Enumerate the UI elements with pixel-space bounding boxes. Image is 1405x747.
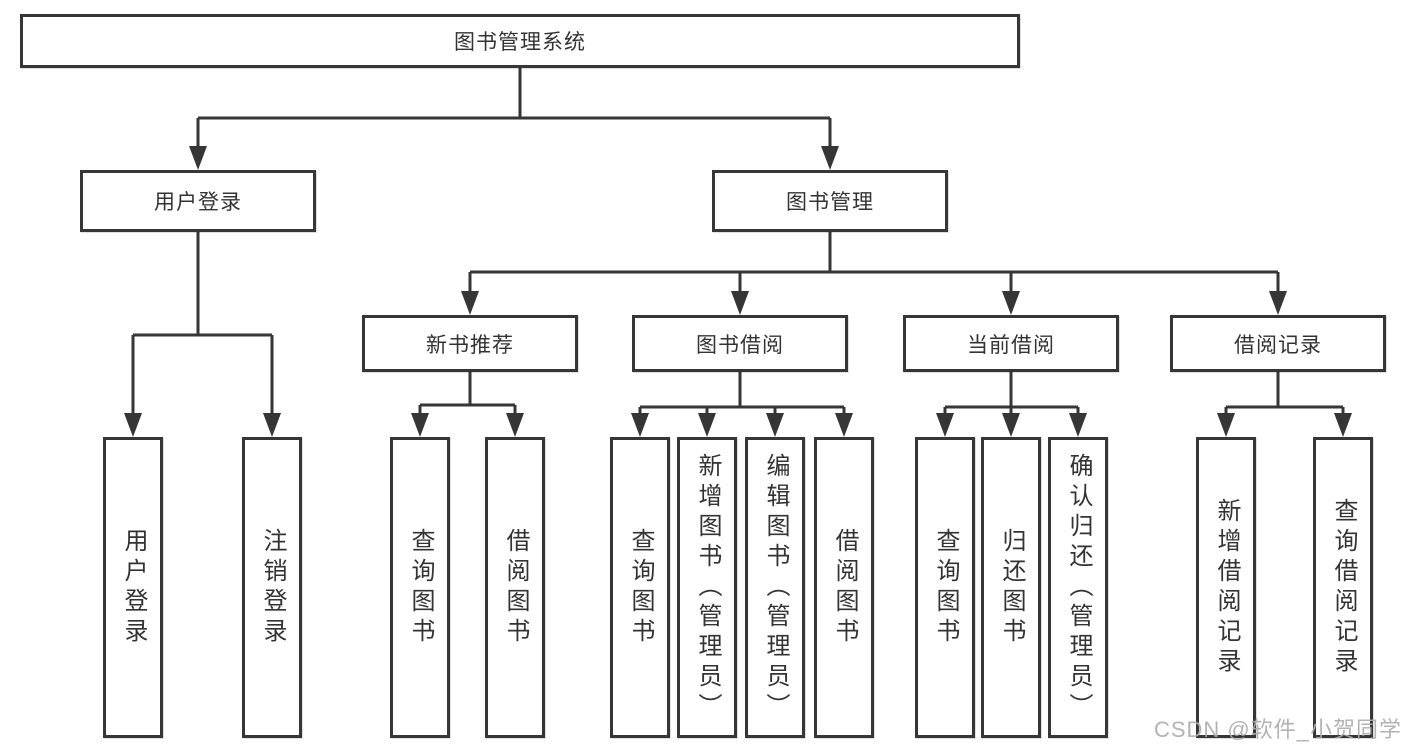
leaf-user-login: 用户登录 — [103, 437, 163, 738]
leaf-edit-books-admin-label: 编辑图书（管理员） — [762, 452, 789, 723]
leaf-query-books-borrow-label: 查询图书 — [627, 527, 654, 648]
arrow-down-icon — [124, 413, 142, 437]
arrow-down-icon — [263, 413, 281, 437]
leaf-query-books-recommend-label: 查询图书 — [407, 527, 434, 648]
leaf-add-books-admin-label: 新增图书（管理员） — [694, 452, 721, 723]
connector-new-book-branch — [418, 372, 517, 417]
connector-book-management-branch — [468, 232, 1280, 295]
leaf-query-books-current: 查询图书 — [915, 437, 975, 738]
leaf-query-books-current-label: 查询图书 — [932, 527, 959, 648]
leaf-add-borrow-record: 新增借阅记录 — [1196, 437, 1256, 738]
leaf-logout-label: 注销登录 — [259, 527, 286, 648]
node-new-book-recommend-label: 新书推荐 — [426, 333, 514, 357]
arrow-down-icon — [1334, 413, 1352, 437]
node-current-borrow: 当前借阅 — [903, 315, 1119, 372]
arrow-down-icon — [1002, 291, 1020, 315]
arrow-down-icon — [411, 413, 429, 437]
node-book-borrow-label: 图书借阅 — [696, 333, 784, 357]
leaf-edit-books-admin: 编辑图书（管理员） — [745, 437, 805, 738]
node-new-book-recommend: 新书推荐 — [362, 315, 578, 372]
arrow-down-icon — [698, 413, 716, 437]
connector-user-login-branch — [131, 232, 274, 417]
leaf-borrow-books: 借阅图书 — [814, 437, 874, 738]
arrow-down-icon — [936, 413, 954, 437]
node-library-system: 图书管理系统 — [20, 14, 1020, 68]
arrow-down-icon — [766, 413, 784, 437]
connector-borrow-records-branch — [1224, 372, 1345, 417]
arrow-down-icon — [1002, 413, 1020, 437]
node-book-borrow: 图书借阅 — [632, 315, 848, 372]
leaf-borrow-books-recommend-label: 借阅图书 — [502, 527, 529, 648]
node-user-login: 用户登录 — [80, 170, 316, 232]
leaf-return-books: 归还图书 — [981, 437, 1041, 738]
connector-book-borrow-branch — [638, 372, 846, 417]
leaf-query-books-borrow: 查询图书 — [610, 437, 670, 738]
leaf-query-borrow-record-label: 查询借阅记录 — [1330, 497, 1357, 678]
leaf-query-borrow-record: 查询借阅记录 — [1313, 437, 1373, 738]
node-current-borrow-label: 当前借阅 — [967, 333, 1055, 357]
node-book-management: 图书管理 — [712, 170, 948, 232]
node-borrow-records-label: 借阅记录 — [1234, 333, 1322, 357]
leaf-return-books-label: 归还图书 — [998, 527, 1025, 648]
arrow-down-icon — [1269, 291, 1287, 315]
node-user-login-label: 用户登录 — [154, 191, 242, 214]
node-library-system-label: 图书管理系统 — [454, 31, 586, 54]
connector-current-borrow-branch — [943, 372, 1080, 417]
node-borrow-records: 借阅记录 — [1170, 315, 1386, 372]
leaf-logout: 注销登录 — [242, 437, 302, 738]
arrow-down-icon — [731, 291, 749, 315]
arrow-down-icon — [189, 146, 207, 170]
node-book-management-label: 图书管理 — [786, 191, 874, 214]
csdn-watermark: CSDN @软件_小贺同学 — [1153, 717, 1402, 742]
connector-root-branch — [196, 68, 832, 150]
leaf-confirm-return-admin-label: 确认归还（管理员） — [1065, 452, 1092, 723]
arrow-down-icon — [1217, 413, 1235, 437]
leaf-user-login-label: 用户登录 — [120, 527, 147, 648]
leaf-borrow-books-label: 借阅图书 — [831, 527, 858, 648]
arrow-down-icon — [461, 291, 479, 315]
leaf-add-borrow-record-label: 新增借阅记录 — [1213, 497, 1240, 678]
arrow-down-icon — [631, 413, 649, 437]
leaf-query-books-recommend: 查询图书 — [390, 437, 450, 738]
leaf-add-books-admin: 新增图书（管理员） — [677, 437, 737, 738]
arrow-down-icon — [835, 413, 853, 437]
arrow-down-icon — [821, 146, 839, 170]
arrow-down-icon — [1069, 413, 1087, 437]
leaf-confirm-return-admin: 确认归还（管理员） — [1048, 437, 1108, 738]
leaf-borrow-books-recommend: 借阅图书 — [485, 437, 545, 738]
arrow-down-icon — [506, 413, 524, 437]
